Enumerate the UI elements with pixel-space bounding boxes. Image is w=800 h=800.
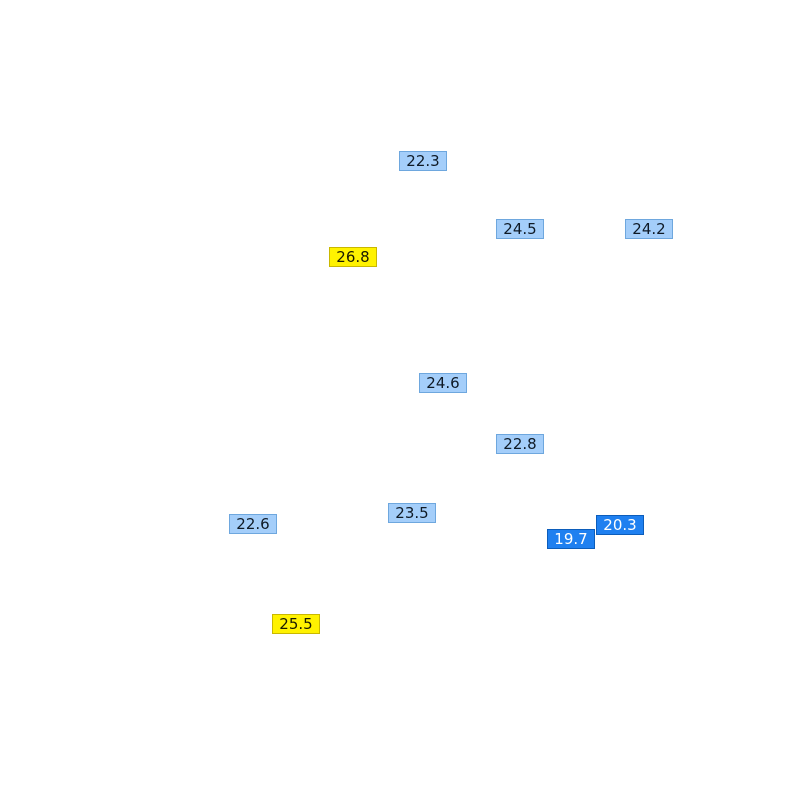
station-label[interactable]: 22.8 — [496, 434, 544, 454]
station-label[interactable]: 23.5 — [388, 503, 436, 523]
station-label[interactable]: 22.3 — [399, 151, 447, 171]
station-label[interactable]: 22.6 — [229, 514, 277, 534]
station-label[interactable]: 25.5 — [272, 614, 320, 634]
station-label[interactable]: 24.5 — [496, 219, 544, 239]
station-label[interactable]: 20.3 — [596, 515, 644, 535]
station-label[interactable]: 26.8 — [329, 247, 377, 267]
station-label[interactable]: 19.7 — [547, 529, 595, 549]
station-label[interactable]: 24.6 — [419, 373, 467, 393]
station-label[interactable]: 24.2 — [625, 219, 673, 239]
